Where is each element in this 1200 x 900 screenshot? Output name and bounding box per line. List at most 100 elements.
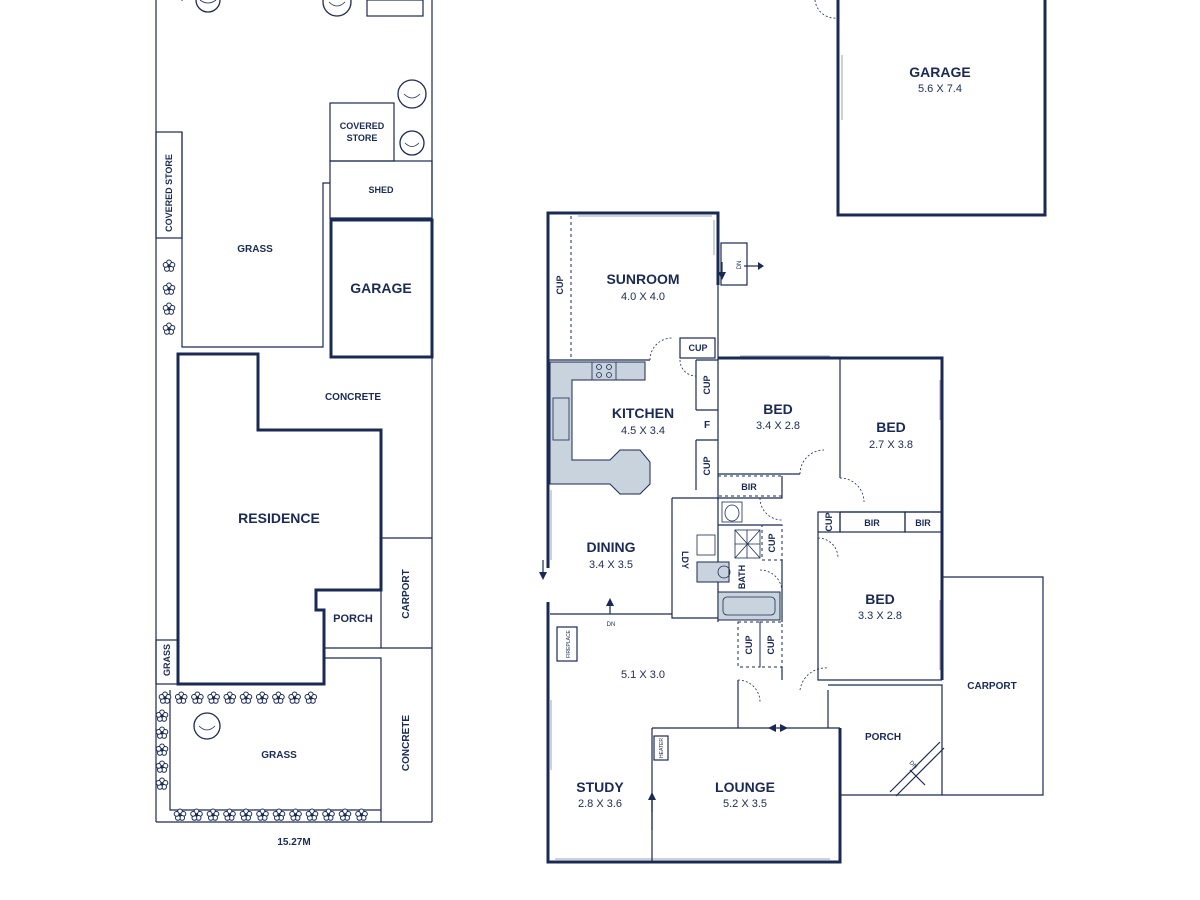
flower-icon — [289, 808, 302, 821]
concrete-top-label: CONCRETE — [325, 392, 381, 403]
fireplace-box — [556, 626, 578, 662]
garage-name: GARAGE — [909, 64, 970, 80]
grass-top-label: GRASS — [237, 244, 273, 255]
bed1-dims: 3.4 X 2.8 — [756, 420, 800, 432]
bath-cupboard — [761, 524, 783, 561]
bed3-name: BED — [865, 591, 895, 607]
west-south-walls — [546, 602, 842, 864]
flower-icon — [223, 691, 237, 704]
flower-icon — [272, 808, 286, 821]
sunroom-walls — [546, 211, 720, 360]
flower-icon — [155, 259, 368, 821]
cooktop-icon — [591, 361, 617, 381]
porch-steps — [889, 741, 941, 793]
flower-icon — [322, 808, 335, 821]
cup-label-sunroom: CUP — [688, 343, 707, 353]
flower-icon — [162, 322, 176, 335]
flower-icon — [355, 808, 368, 821]
concrete-side-area — [324, 657, 382, 822]
sunroom-name: SUNROOM — [606, 271, 679, 287]
covered-store-side-label: COVERED STORE — [164, 154, 174, 232]
grass-side-label: GRASS — [162, 644, 172, 676]
porch-outline — [828, 684, 943, 796]
flower-icon — [256, 808, 269, 821]
grass-bottom-label: GRASS — [261, 750, 297, 761]
bir-label-bed3: BIR — [915, 518, 931, 528]
site-residence — [176, 352, 383, 686]
cup-label-sunroom-side: CUP — [555, 275, 565, 294]
flower-icon — [158, 691, 172, 704]
flower-icon — [207, 691, 220, 704]
flower-icon — [190, 808, 203, 821]
flower-icon — [239, 691, 253, 704]
bed2-dims: 2.7 X 3.8 — [869, 439, 913, 451]
vanity — [696, 561, 730, 583]
kitchen-name: KITCHEN — [612, 405, 674, 421]
flower-icon — [239, 808, 253, 821]
covered-store-area — [329, 102, 395, 162]
toilet-icon — [721, 501, 743, 523]
sunroom-step — [720, 242, 748, 286]
flower-icon — [155, 760, 169, 773]
hall-cupboard-1 — [737, 621, 761, 668]
heater-box — [653, 735, 669, 761]
flower-icon — [174, 691, 188, 704]
dining-name: DINING — [587, 539, 636, 555]
dn-label-porch: DN — [908, 760, 918, 770]
cup-label-pantry-2: CUP — [702, 456, 712, 475]
site-garage — [329, 218, 434, 359]
bed1-name: BED — [763, 401, 793, 417]
sunroom-cupboard — [679, 337, 716, 359]
arrow-icon — [539, 262, 926, 812]
basin-icon — [717, 565, 731, 579]
house-floor-plan: GARAGE 5.6 X 7.4 SUNROOM 4.0 X 4.0 KITCH… — [539, 0, 1047, 864]
shrub-icon — [193, 0, 427, 740]
shed-area — [329, 160, 433, 219]
cup-label-bath: CUP — [767, 533, 777, 552]
bathtub — [717, 591, 781, 621]
flower-icon — [162, 282, 176, 295]
flower-icon — [155, 709, 169, 722]
bed3-dims: 3.3 X 2.8 — [858, 610, 902, 622]
garage-dims: 5.6 X 7.4 — [918, 83, 962, 95]
cup-label-hall-1: CUP — [744, 635, 754, 654]
site-carport-label: CARPORT — [401, 569, 412, 618]
flower-icon — [338, 808, 352, 821]
cup-label-hall-2: CUP — [766, 635, 776, 654]
flower-icon — [155, 777, 169, 790]
flower-icon — [155, 726, 169, 739]
heater-label: HEATER — [659, 738, 665, 758]
porch-label: PORCH — [865, 732, 901, 743]
lounge-name: LOUNGE — [715, 779, 775, 795]
flower-icon — [206, 808, 220, 821]
flower-icon — [223, 808, 236, 821]
bed2-name: BED — [876, 419, 906, 435]
flower-icon — [305, 808, 319, 821]
covered-store-label-top: COVERED — [340, 121, 385, 131]
bath-label: BATH — [737, 565, 747, 589]
covered-store-side-area — [155, 131, 183, 239]
laundry-label: LDY — [680, 551, 690, 569]
living-dims: 5.1 X 3.0 — [621, 669, 665, 681]
bir-label-bed2: BIR — [864, 518, 880, 528]
shed-label: SHED — [368, 185, 394, 195]
fridge-label: F — [704, 420, 710, 431]
fireplace-label: FIREPLACE — [566, 629, 572, 657]
flower-icon — [191, 691, 204, 704]
covered-store-label-bottom: STORE — [347, 133, 378, 143]
house-top-wall — [718, 356, 944, 680]
site-top-structure — [366, 0, 424, 17]
study-name: STUDY — [576, 779, 624, 795]
grass-top-area — [181, 132, 330, 348]
grass-side-area — [155, 639, 179, 685]
hall-cupboard-2 — [759, 621, 783, 668]
bir-label-bed1: BIR — [741, 482, 757, 492]
garage-door-swing — [814, 0, 838, 19]
concrete-side-label: CONCRETE — [401, 715, 412, 771]
flower-icon — [304, 691, 318, 704]
laundry-trough-icon — [696, 534, 716, 556]
carport-outline — [942, 576, 1044, 796]
lounge-dims: 5.2 X 3.5 — [723, 798, 767, 810]
site-garage-label: GARAGE — [350, 280, 411, 296]
